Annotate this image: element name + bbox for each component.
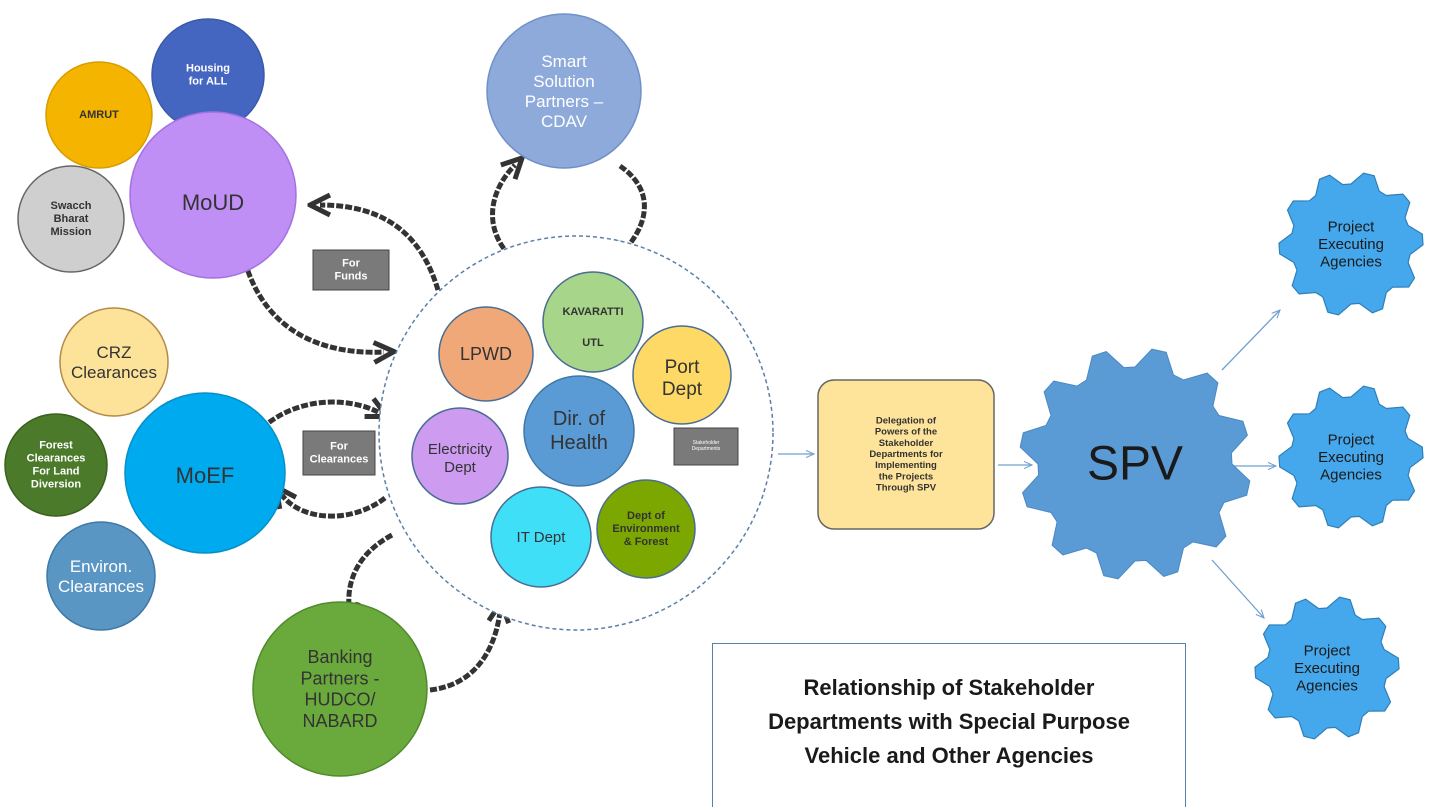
svg-text:SPV: SPV [1087, 438, 1183, 491]
arrow-spv-to-agency-top [1221, 310, 1280, 371]
arrow-spv-to-agency-bottom [1211, 559, 1264, 618]
svg-text:Environ.Clearances: Environ.Clearances [58, 556, 144, 595]
arrow-center-to-moud [320, 205, 441, 291]
svg-text:UTL: UTL [582, 337, 604, 349]
caption-box: Relationship of Stakeholder Departments … [712, 643, 1186, 807]
svg-text:IT Dept: IT Dept [517, 529, 567, 546]
caption-text: Relationship of Stakeholder Departments … [768, 674, 1130, 768]
svg-text:MoEF: MoEF [176, 463, 235, 488]
svg-text:MoUD: MoUD [182, 190, 244, 215]
amrut-node: AMRUT [45, 61, 153, 169]
svg-text:LPWD: LPWD [460, 344, 512, 364]
arrow-banking-to-center [429, 612, 500, 693]
lpwd-node: LPWD [438, 306, 534, 402]
light-connector-arrows [778, 310, 1280, 618]
kavaratti-node: KAVARATTI UTL [542, 271, 644, 373]
environ-node: Environ.Clearances [46, 521, 156, 631]
moud-node: MoUD [129, 111, 297, 279]
arrow-moef-to-center [260, 402, 378, 430]
it-node: IT Dept [490, 486, 592, 588]
svg-text:KAVARATTI: KAVARATTI [562, 306, 623, 318]
arrow-moud-to-center [242, 261, 384, 352]
arrow-center-to-banking [349, 532, 394, 614]
moef-node: MoEF [124, 392, 286, 554]
arrow-center-to-moef [282, 495, 387, 519]
svg-text:AMRUT: AMRUT [79, 109, 119, 121]
spv-gear: SPV [1019, 348, 1251, 580]
